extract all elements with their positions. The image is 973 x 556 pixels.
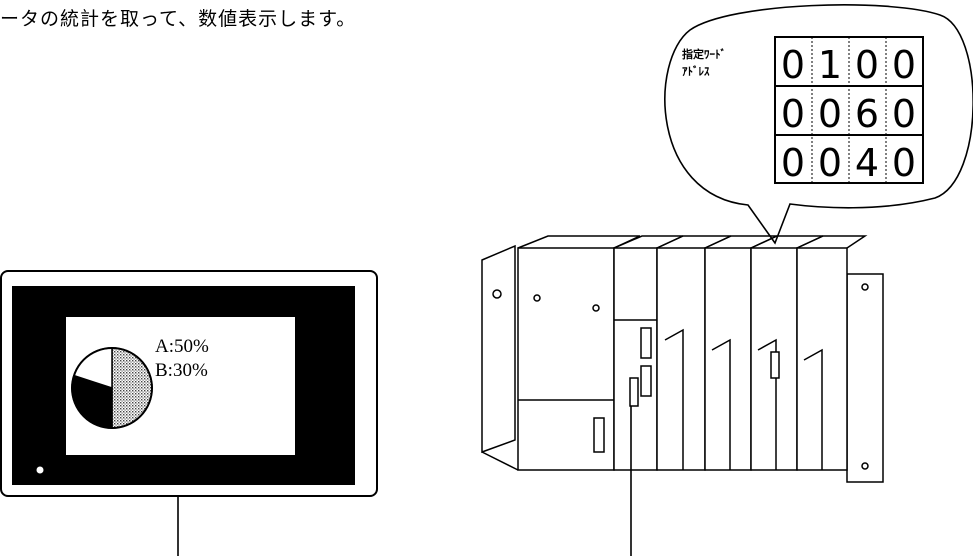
- digit-r2-c0: 0: [781, 141, 805, 185]
- touch-panel-display: A:50% B:30%: [0, 270, 378, 556]
- word-address-table: 0 1 0 0 0 0 6 0 0 0 4 0: [774, 36, 924, 185]
- digit-r2-c1: 0: [818, 141, 842, 185]
- digit-r0-c3: 0: [892, 43, 916, 87]
- cpu-module: [613, 247, 658, 471]
- io-module: [704, 247, 752, 471]
- io-module-top: [704, 235, 778, 249]
- panel-indicator-led: [36, 466, 44, 474]
- io-terminal: [711, 338, 731, 470]
- digit-r2-c3: 0: [892, 141, 916, 185]
- bubble-label-line2: ｱﾄﾞﾚｽ: [682, 64, 710, 78]
- digit-r1-c3: 0: [892, 92, 916, 136]
- pie-outline: [71, 347, 153, 429]
- pie-label-b: B:30%: [155, 360, 208, 381]
- io-terminal: [803, 348, 823, 470]
- rack-end-plate: [481, 244, 516, 454]
- cpu-port: [640, 327, 652, 359]
- caption: ータの統計を取って、数値表示します。: [0, 8, 357, 30]
- plc-rack: [481, 235, 884, 483]
- rack-screw-hole: [861, 462, 869, 470]
- io-module: [656, 247, 706, 471]
- cpu-port: [640, 365, 652, 397]
- digit-r1-c2: 6: [855, 92, 879, 136]
- pie-label-a: A:50%: [155, 336, 209, 357]
- io-led: [770, 351, 780, 379]
- digit-r0-c2: 0: [855, 43, 879, 87]
- rack-screw-hole: [492, 289, 502, 299]
- pie-chart: [71, 347, 153, 429]
- digit-r0-c1: 1: [818, 43, 842, 87]
- data-bubble: 指定ﾜｰﾄﾞ ｱﾄﾞﾚｽ 0 1 0 0 0 0 6 0 0 0 4 0: [664, 4, 973, 245]
- power-supply-screw: [592, 304, 600, 312]
- cpu-top: [613, 235, 684, 249]
- rack-mount-plate: [846, 273, 884, 483]
- cpu-port: [629, 377, 639, 407]
- digit-r1-c0: 0: [781, 92, 805, 136]
- digit-r1-c1: 0: [818, 92, 842, 136]
- rack-screw-hole: [861, 283, 869, 291]
- io-module-top: [656, 235, 732, 249]
- bubble-label-line1: 指定ﾜｰﾄﾞ: [682, 47, 726, 61]
- io-terminal: [757, 338, 777, 470]
- digit-r0-c0: 0: [781, 43, 805, 87]
- io-module-top: [796, 235, 868, 249]
- digit-r2-c2: 4: [855, 141, 879, 185]
- power-supply-connector: [593, 417, 605, 453]
- rack-base-line: [481, 451, 519, 471]
- power-supply-screw: [533, 294, 541, 302]
- io-terminal: [664, 328, 684, 470]
- io-module-top: [750, 235, 824, 249]
- power-supply-top: [517, 235, 641, 249]
